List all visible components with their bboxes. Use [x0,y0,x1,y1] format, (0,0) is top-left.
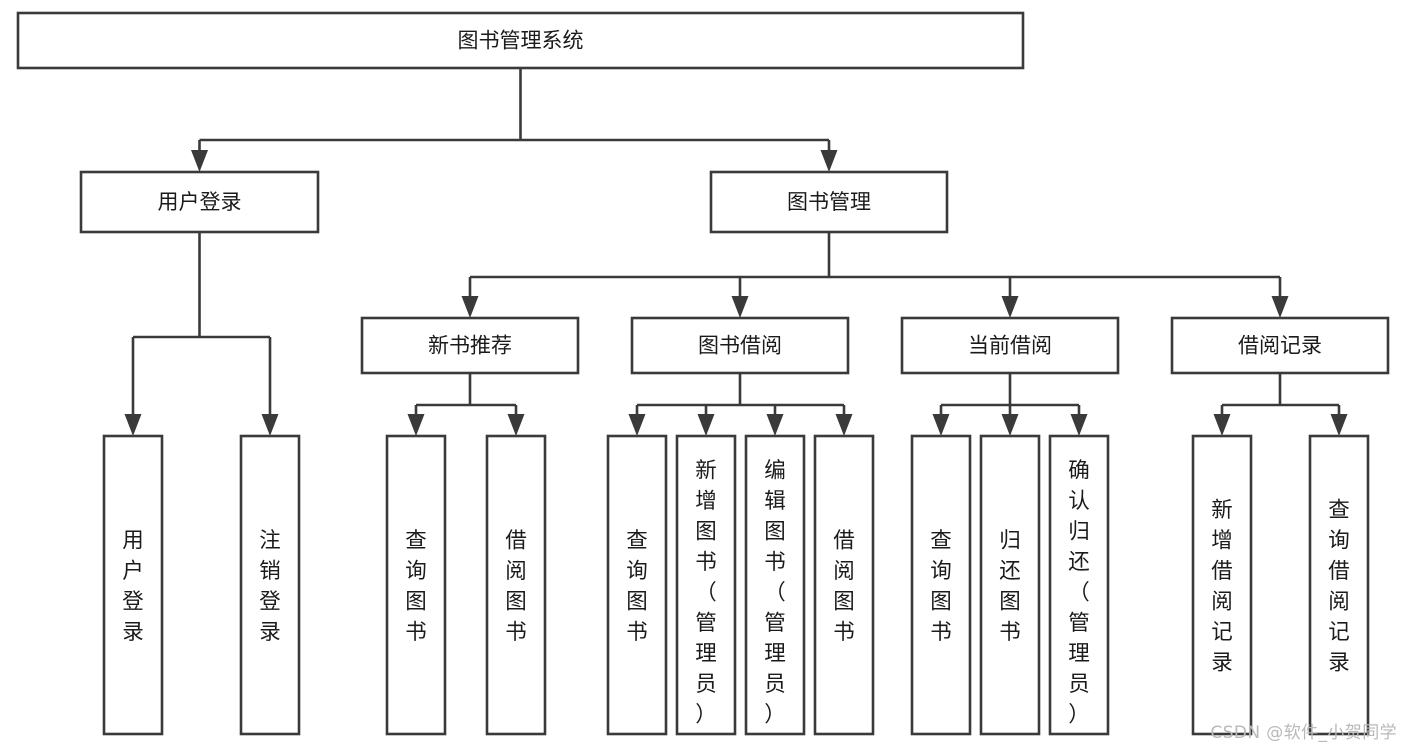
arrow-head-icon [835,414,853,436]
node-box [606,434,668,736]
node-label: 新增图书（管理员） [695,458,717,727]
node-label: 查询图书 [405,528,427,645]
arrow-head-icon [1213,414,1231,436]
node-box [239,434,301,736]
node-borrow-record[interactable]: 借阅记录 [1170,316,1390,375]
node-box [16,11,1025,70]
node-label: 注销登录 [259,528,281,645]
arrow-head-icon [461,296,479,318]
node-label: 借阅图书 [833,528,855,645]
node-label: 查询图书 [626,528,648,645]
arrow-head-icon [124,414,142,436]
node-leaf-add-book[interactable]: 新增图书（管理员） [675,434,737,736]
node-label: 图书管理系统 [458,29,584,53]
node-leaf-query-record[interactable]: 查询借阅记录 [1308,434,1370,736]
node-box [813,434,875,736]
arrow-head-icon [1271,296,1289,318]
arrow-head-icon [932,414,950,436]
node-label: 确认归还（管理员） [1068,458,1090,727]
arrow-head-icon [766,414,784,436]
node-leaf-user-login[interactable]: 用户登录 [102,434,164,736]
node-leaf-borrow-book-2[interactable]: 借阅图书 [813,434,875,736]
node-box [675,434,737,736]
arrow-head-icon [1330,414,1348,436]
node-label: 查询借阅记录 [1328,498,1350,676]
node-root[interactable]: 图书管理系统 [16,11,1025,70]
node-layer: 图书管理系统用户登录图书管理新书推荐图书借阅当前借阅借阅记录用户登录注销登录查询… [16,11,1390,736]
node-book-manage[interactable]: 图书管理 [709,170,949,234]
node-leaf-query-book-1[interactable]: 查询图书 [385,434,447,736]
arrow-head-icon [697,414,715,436]
arrow-head-icon [731,296,749,318]
node-leaf-return-book[interactable]: 归还图书 [979,434,1041,736]
arrow-head-icon [507,414,525,436]
node-new-book-rec[interactable]: 新书推荐 [360,316,580,375]
node-box [485,434,547,736]
node-box [979,434,1041,736]
node-label: 新增借阅记录 [1211,498,1233,676]
node-label: 归还图书 [999,528,1021,645]
arrow-head-icon [1001,296,1019,318]
node-leaf-add-record[interactable]: 新增借阅记录 [1191,434,1253,736]
arrow-head-icon [407,414,425,436]
arrow-head-icon [1070,414,1088,436]
node-box [709,170,949,234]
node-box [102,434,164,736]
node-box [900,316,1120,375]
node-label: 图书借阅 [698,334,782,358]
node-box [1170,316,1390,375]
node-box [1048,434,1110,736]
node-label: 当前借阅 [968,334,1052,358]
arrow-head-icon [1001,414,1019,436]
connector-layer [124,68,1348,436]
node-box [1308,434,1370,736]
arrow-head-icon [261,414,279,436]
node-leaf-logout[interactable]: 注销登录 [239,434,301,736]
node-current-borrow[interactable]: 当前借阅 [900,316,1120,375]
node-leaf-query-book-3[interactable]: 查询图书 [910,434,972,736]
node-leaf-confirm-return[interactable]: 确认归还（管理员） [1048,434,1110,736]
node-box [360,316,580,375]
node-label: 用户登录 [158,190,242,214]
node-label: 借阅记录 [1238,334,1322,358]
node-box [910,434,972,736]
node-label: 编辑图书（管理员） [764,458,786,727]
node-leaf-edit-book[interactable]: 编辑图书（管理员） [744,434,806,736]
node-label: 新书推荐 [428,334,512,358]
node-box [1191,434,1253,736]
node-label: 图书管理 [787,190,871,214]
arrow-head-icon [628,414,646,436]
node-label: 借阅图书 [505,528,527,645]
node-box [385,434,447,736]
node-user-login[interactable]: 用户登录 [79,170,320,234]
node-label: 用户登录 [122,528,144,645]
node-box [79,170,320,234]
arrow-head-icon [191,150,208,172]
node-leaf-query-book-2[interactable]: 查询图书 [606,434,668,736]
node-book-borrow[interactable]: 图书借阅 [630,316,850,375]
node-box [744,434,806,736]
node-label: 查询图书 [930,528,952,645]
arrow-head-icon [820,150,838,172]
node-box [630,316,850,375]
node-leaf-borrow-book-1[interactable]: 借阅图书 [485,434,547,736]
